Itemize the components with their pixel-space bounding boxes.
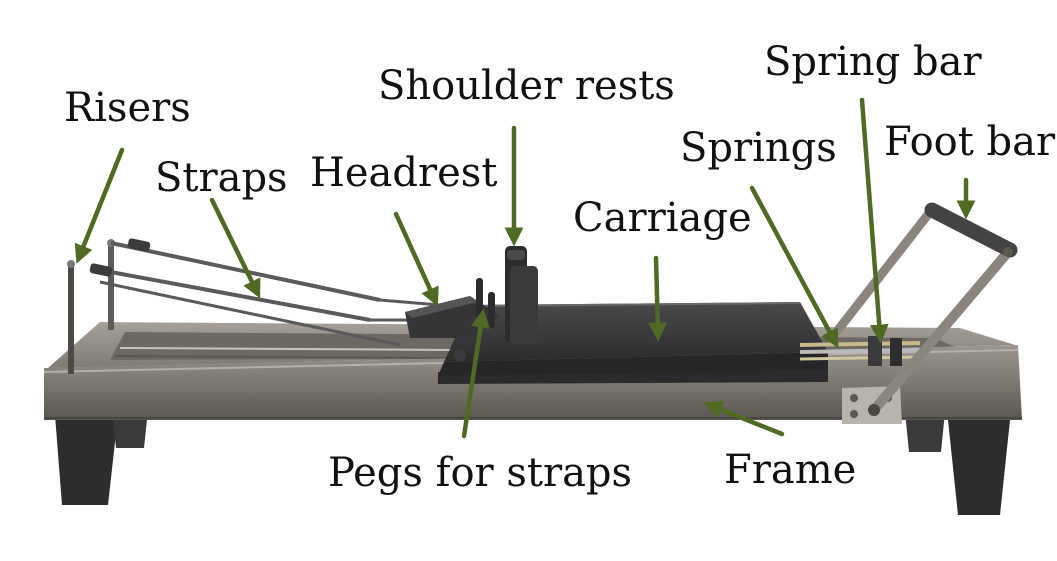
riser-front xyxy=(68,262,74,374)
label-frame: Frame xyxy=(724,447,857,493)
arrow-carriage xyxy=(648,255,668,342)
leg-front-left xyxy=(55,415,118,505)
label-pegs-for-straps: Pegs for straps xyxy=(328,450,633,496)
carriage-illustration xyxy=(438,302,828,384)
leg-back-right xyxy=(905,412,945,452)
arrow-pegs-for-straps xyxy=(461,308,490,439)
arrow-spring-bar xyxy=(859,97,889,344)
label-shoulder-rests: Shoulder rests xyxy=(378,63,675,109)
arrow-frame xyxy=(703,400,785,437)
arrow-headrest xyxy=(393,211,439,307)
leg-front-right xyxy=(948,420,1010,515)
foot-bar-illustration xyxy=(833,202,1018,416)
label-carriage: Carriage xyxy=(573,195,752,241)
label-springs: Springs xyxy=(680,125,837,171)
springs-illustration xyxy=(799,336,921,366)
label-spring-bar: Spring bar xyxy=(764,39,982,85)
spring-bar-illustration xyxy=(868,336,882,366)
label-headrest: Headrest xyxy=(310,150,498,196)
shoulder-rests-illustration xyxy=(505,246,538,344)
arrow-risers xyxy=(74,147,125,264)
arrow-springs xyxy=(749,185,839,349)
label-risers: Risers xyxy=(64,85,191,131)
label-straps: Straps xyxy=(155,155,288,201)
callout-arrows xyxy=(74,97,976,439)
arrow-straps xyxy=(209,197,261,299)
label-foot-bar: Foot bar xyxy=(884,119,1056,165)
